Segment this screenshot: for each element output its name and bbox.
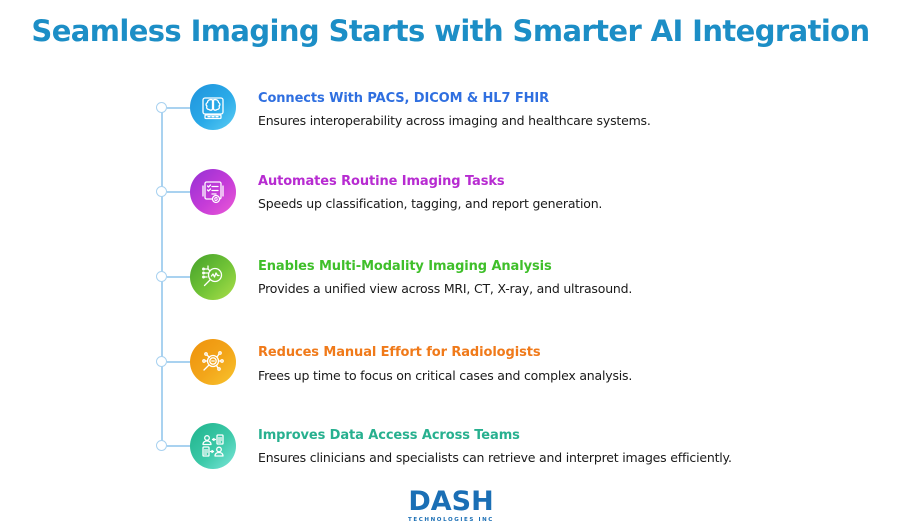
automated-report-icon [190, 169, 236, 215]
timeline-node [156, 102, 167, 113]
feature-heading: Connects With PACS, DICOM & HL7 FHIR [258, 91, 550, 106]
timeline-node [156, 356, 167, 367]
logo-wordmark: DASH [408, 486, 494, 517]
feature-heading: Improves Data Access Across Teams [258, 428, 520, 443]
timeline-connector [167, 276, 193, 278]
feature-item-automation: Automates Routine Imaging Tasks Speeds u… [0, 169, 901, 229]
feature-description: Frees up time to focus on critical cases… [258, 368, 633, 383]
feature-description: Speeds up classification, tagging, and r… [258, 196, 603, 211]
ai-search-network-icon [190, 339, 236, 385]
feature-heading: Automates Routine Imaging Tasks [258, 174, 505, 189]
feature-item-manual-effort: Reduces Manual Effort for Radiologists F… [0, 339, 901, 399]
feature-item-multimodality: Enables Multi-Modality Imaging Analysis … [0, 254, 901, 314]
user-data-exchange-icon [190, 423, 236, 469]
brain-scan-icon [190, 84, 236, 130]
timeline-node [156, 186, 167, 197]
feature-description: Ensures clinicians and specialists can r… [258, 450, 732, 465]
timeline-node [156, 271, 167, 282]
timeline-connector [167, 445, 193, 447]
logo-tagline: TECHNOLOGIES INC [408, 517, 494, 523]
feature-item-pacs: Connects With PACS, DICOM & HL7 FHIR Ens… [0, 84, 901, 144]
feature-description: Ensures interoperability across imaging … [258, 113, 651, 128]
timeline-node [156, 440, 167, 451]
feature-description: Provides a unified view across MRI, CT, … [258, 281, 633, 296]
dash-technologies-logo: DASH TECHNOLOGIES INC [405, 488, 497, 526]
timeline-connector [167, 191, 193, 193]
feature-heading: Reduces Manual Effort for Radiologists [258, 345, 541, 360]
feature-heading: Enables Multi-Modality Imaging Analysis [258, 259, 552, 274]
timeline-connector [167, 107, 193, 109]
feature-item-data-access: Improves Data Access Across Teams Ensure… [0, 423, 901, 483]
timeline-connector [167, 361, 193, 363]
magnify-analysis-icon [190, 254, 236, 300]
page-title: Seamless Imaging Starts with Smarter AI … [31, 14, 870, 48]
